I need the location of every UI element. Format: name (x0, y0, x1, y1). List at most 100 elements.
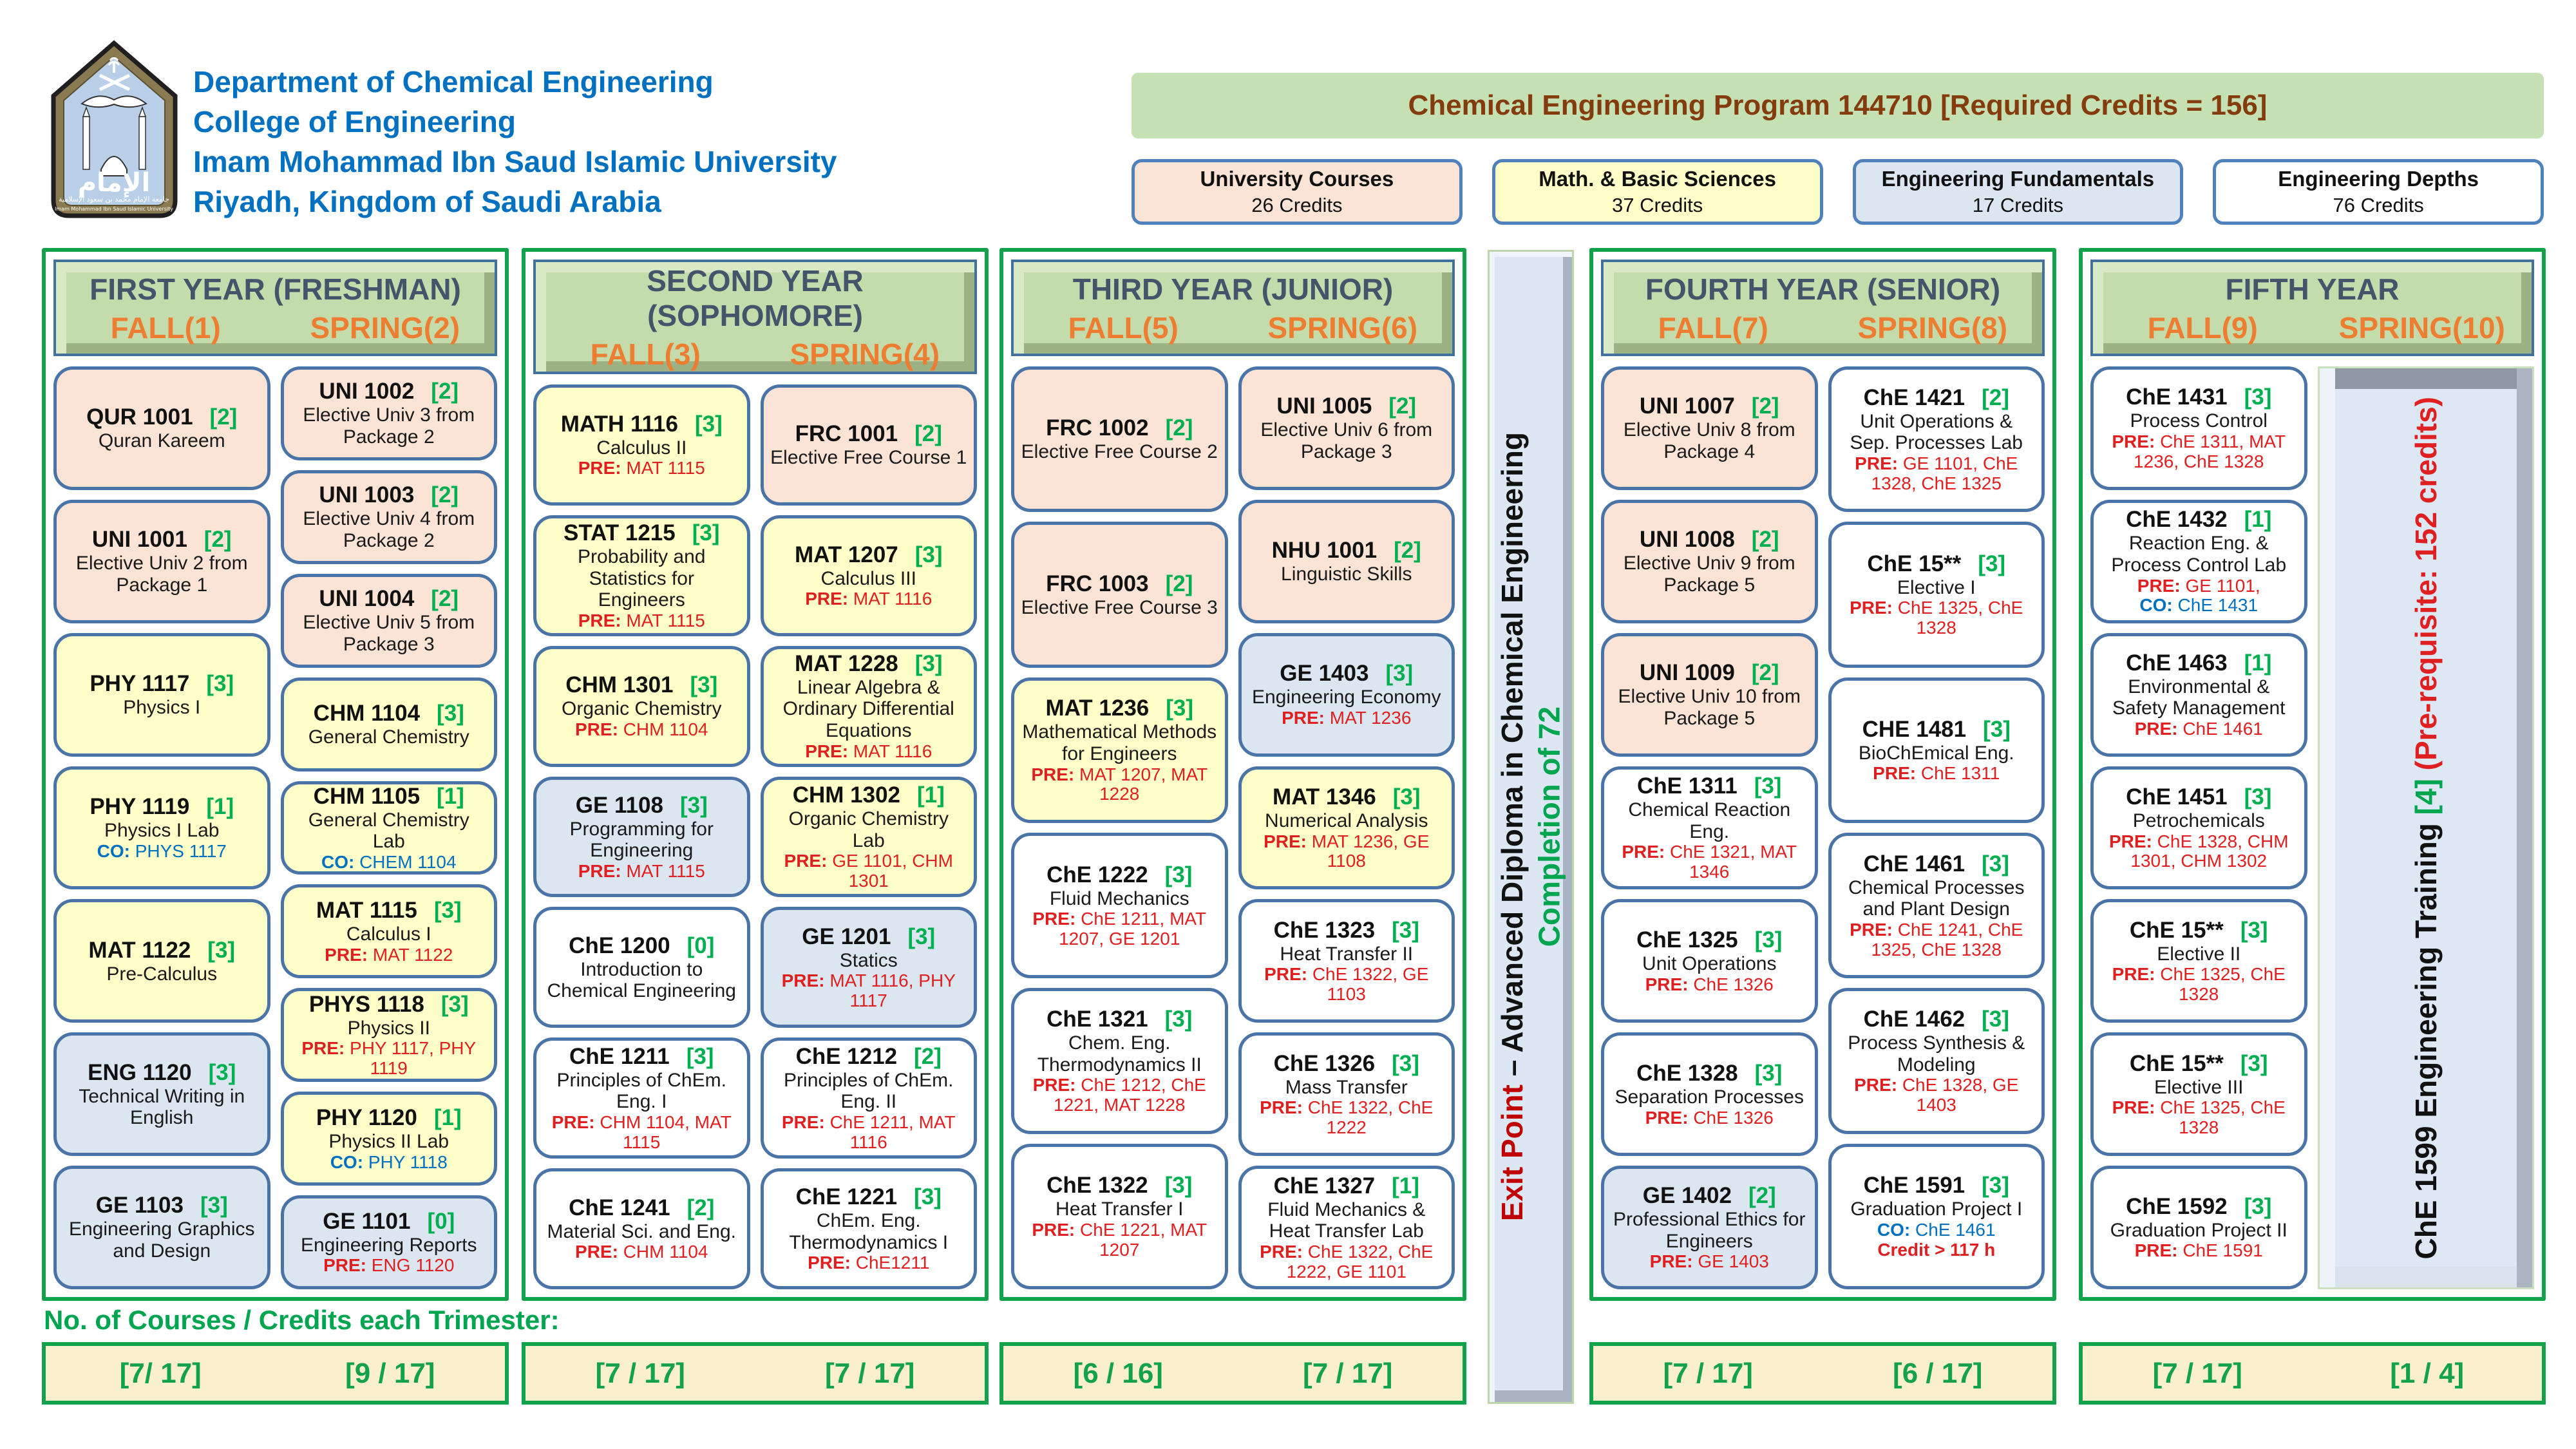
course-code-line: MAT 1228[3] (795, 651, 943, 677)
course-credits: [1] (917, 782, 945, 808)
year-column-1: FIRST YEAR (FRESHMAN)FALL(1)SPRING(2)QUR… (42, 248, 509, 1301)
course-code-line: ChE 1212[2] (796, 1044, 942, 1070)
course-credits: [3] (1392, 784, 1421, 810)
course-code: ChE 1200 (569, 933, 670, 958)
year-column-4: FOURTH YEAR (SENIOR)FALL(7)SPRING(8)UNI … (1589, 248, 2056, 1301)
course-credits: [3] (679, 792, 708, 818)
exit-point-bar: Exit Point – Advanced Diploma in Chemica… (1488, 250, 1574, 1404)
svg-text:Imam Mohammad Ibn Saud Islamic: Imam Mohammad Ibn Saud Islamic Universit… (55, 206, 173, 212)
course-credits: [3] (1164, 1007, 1193, 1032)
prereq-text: PRE: MAT 1116 (805, 589, 933, 609)
course-name: Principles of ChEm. Eng. I (556, 1069, 726, 1113)
credit-categories: University Courses 26 Credits Math. & Ba… (1132, 159, 2544, 225)
course-card: GE 1103[3]Engineering Graphics and Desig… (53, 1166, 270, 1290)
course-code: FRC 1003 (1046, 571, 1149, 596)
course-credits: [3] (914, 542, 943, 567)
prereq-text: PRE: ChE 1241, ChE 1325, ChE 1328 (1850, 919, 2023, 960)
course-code: ChE 1321 (1046, 1007, 1148, 1032)
course-card: PHY 1117[3]Physics I (53, 632, 270, 757)
course-card: UNI 1007[2]Elective Univ 8 from Package … (1601, 366, 1818, 490)
prereq-text: PRE: ChE 1211, MAT 1116 (781, 1112, 956, 1152)
course-name: Probability and Statistics for Engineers (578, 546, 706, 611)
course-name: Engineering Graphics and Design (68, 1218, 255, 1262)
course-code: UNI 1004 (319, 586, 415, 612)
course-card: ChE 1311[3]Chemical Reaction Eng.PRE: Ch… (1601, 766, 1818, 890)
swords-icon (99, 73, 131, 91)
course-card: UNI 1003[2]Elective Univ 4 from Package … (280, 469, 497, 564)
fall-semester-label: FALL(7) (1658, 311, 1768, 345)
fall-total: [7 / 17] (1663, 1357, 1753, 1389)
course-code: ChE 1323 (1273, 917, 1376, 943)
course-credits: [3] (440, 991, 469, 1017)
course-name: Elective Univ 8 from Package 4 (1623, 419, 1795, 462)
course-name: Elective Univ 5 from Package 3 (303, 612, 475, 655)
course-code: ChE 1592 (2126, 1193, 2228, 1219)
course-name: Statics (839, 949, 898, 971)
course-code: NHU 1001 (1271, 537, 1378, 563)
mosque-dome-icon (100, 156, 128, 176)
course-name: Reaction Eng. & Process Control Lab (2111, 533, 2287, 576)
course-credits: [3] (206, 670, 234, 696)
course-credits: [1] (433, 1104, 462, 1130)
exit-point-text: Exit Point – Advanced Diploma in Chemica… (1494, 432, 1568, 1221)
course-code-line: ChE 1591[3] (1864, 1173, 2009, 1198)
fall-course-list: UNI 1007[2]Elective Univ 8 from Package … (1601, 366, 1818, 1290)
department-header: Department of Chemical Engineering Colle… (193, 62, 1095, 222)
category-engineering-fundamentals: Engineering Fundamentals 17 Credits (1852, 159, 2184, 225)
course-code-line: ChE 1326[3] (1274, 1051, 1419, 1077)
course-credits: [3] (1754, 773, 1782, 799)
fall-total: [6 / 16] (1073, 1357, 1163, 1389)
course-card: FRC 1003[2]Elective Free Course 3 (1011, 522, 1228, 668)
prereq-text: PRE: ChE1211 (808, 1253, 930, 1273)
course-name: Heat Transfer I (1056, 1198, 1184, 1220)
course-name: Organic Chemistry Lab (788, 808, 949, 851)
university-logo: الإمام جامعة الإمام محمد بن سعود الإسلام… (51, 40, 178, 218)
course-code-line: FRC 1001[2] (795, 421, 942, 447)
course-code-line: MATH 1116[3] (561, 412, 723, 437)
course-code: ChE 15** (2129, 917, 2224, 943)
course-credits: [2] (1751, 393, 1779, 419)
prereq-text: PRE: ChE 1325, ChE 1328 (2112, 964, 2286, 1005)
year-title: FIFTH YEAR (2225, 272, 2400, 306)
exit-point-description: – Advanced Diploma in Chemical Engineeri… (1495, 432, 1529, 1085)
course-code: GE 1101 (323, 1208, 411, 1234)
course-code: ChE 1222 (1046, 862, 1148, 887)
spring-course-list: ChE 1599 Engineering Training [4] (Pre-r… (2317, 366, 2534, 1289)
course-card: ChE 1421[2]Unit Operations & Sep. Proces… (1828, 366, 2045, 513)
category-label: University Courses (1200, 167, 1394, 191)
course-code: UNI 1008 (1639, 527, 1735, 553)
course-code: ChE 1221 (795, 1184, 898, 1210)
prereq-text: PRE: ChE 1325, ChE 1328 (2112, 1097, 2286, 1138)
course-credits: [3] (907, 923, 936, 949)
course-code-line: ChE 1211[3] (569, 1044, 714, 1070)
exit-point-completion: Completion of 72 (1532, 706, 1566, 947)
course-code: ChE 1311 (1637, 773, 1738, 799)
course-name: Petrochemicals (2132, 810, 2265, 831)
course-card: ChE 1327[1]Fluid Mechanics & Heat Transf… (1238, 1166, 1455, 1290)
prereq-text: PRE: ChE 1326 (1645, 1107, 1774, 1128)
semester-labels: FALL(3)SPRING(4) (536, 337, 974, 372)
course-code-line: GE 1403[3] (1280, 661, 1413, 687)
course-code-line: CHM 1105[1] (314, 784, 464, 810)
course-credits: [3] (2244, 784, 2272, 810)
prereq-text: PRE: CHM 1104, MAT 1115 (551, 1112, 732, 1152)
prereq-text: PRE: ChE 1325, ChE 1328 (1850, 598, 2023, 638)
course-code: STAT 1215 (563, 520, 676, 545)
course-name: Chemical Reaction Eng. (1628, 799, 1791, 842)
coreq-text: CO: ChE 1431 (2139, 595, 2259, 616)
training-course-credits: [4] (2409, 778, 2443, 815)
course-code-line: ChE 1431[3] (2126, 384, 2271, 410)
course-credits: [1] (2244, 507, 2272, 533)
course-credits: [2] (1165, 415, 1193, 441)
course-name: Engineering Economy (1251, 687, 1441, 708)
course-name: Unit Operations & Sep. Processes Lab (1850, 410, 2023, 454)
course-card: ENG 1120[3]Technical Writing in English (53, 1032, 270, 1157)
